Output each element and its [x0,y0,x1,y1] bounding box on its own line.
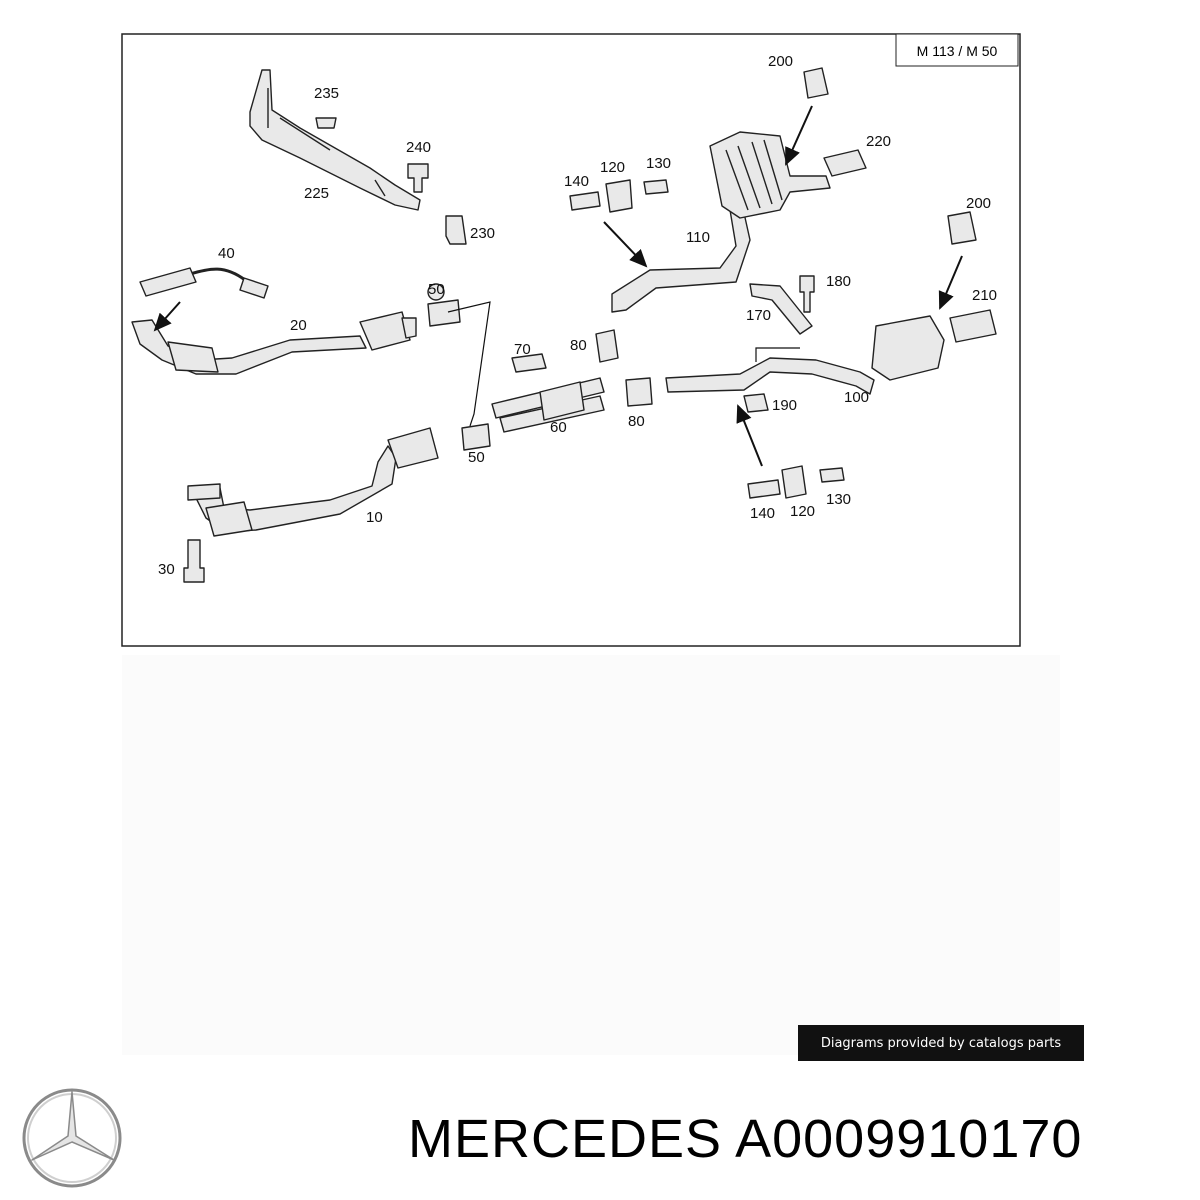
arrow-140-upper [603,221,648,268]
part-10-flange [187,483,221,501]
label-230: 230 [470,225,495,242]
part-225-crossmember [249,69,421,211]
label-200-lower: 200 [966,195,991,212]
part-50-clamp-nut [427,283,445,301]
part-180-bolt [799,275,815,313]
label-235: 235 [314,85,339,102]
label-80-lower: 80 [628,413,645,430]
leader-100 [755,347,800,362]
brand-name: MERCEDES [408,1109,723,1169]
label-130-upper: 130 [646,155,671,172]
part-140-screw-lower [747,479,781,499]
label-170: 170 [746,307,771,324]
label-130-lower: 130 [826,491,851,508]
arrow-140-lower [736,404,763,467]
part-240-bolt [407,163,429,193]
part-number: A0009910170 [735,1109,1083,1169]
model-code: M 113 / M 50 [917,43,998,59]
part-210-rear-muffler [871,315,945,381]
label-240: 240 [406,139,431,156]
arrow-40 [153,301,181,332]
part-80-clamp-upper [595,329,619,363]
label-220: 220 [866,133,891,150]
part-50-clamp-upper [427,299,461,327]
part-80-clamp-lower [625,377,653,407]
part-220-tailpipe [823,149,867,177]
label-225: 225 [304,185,329,202]
brand-part-number: MERCEDES A0009910170 [408,1108,1082,1170]
label-120-upper: 120 [600,159,625,176]
part-200-hanger-lower [947,211,977,245]
part-20-catalyst [167,341,219,373]
part-70-mount [511,353,547,373]
part-30-bolt [183,539,205,583]
part-225-crossmember-detail [267,88,386,197]
part-210-tailpipe [949,309,997,343]
part-60-joint [539,381,585,421]
part-10-catalyst-front [205,501,253,537]
label-60: 60 [550,419,567,436]
part-130-bolt-lower [819,467,845,483]
part-220-muffler-ribs [725,139,783,211]
part-130-bolt-upper [643,179,669,195]
label-190: 190 [772,397,797,414]
blank-area [122,655,1060,1055]
label-80-upper: 80 [570,337,587,354]
part-200-hanger-upper [803,67,829,99]
label-50-upper: 50 [428,281,445,298]
label-180: 180 [826,273,851,290]
label-100: 100 [844,389,869,406]
label-40: 40 [218,245,235,262]
part-235-clip [315,117,337,129]
label-10: 10 [366,509,383,526]
label-140-upper: 140 [564,173,589,190]
exhaust-system-diagram: M 113 / M 50 [121,33,1021,647]
arrow-200-lower [938,255,963,310]
part-170-bracket [749,283,813,335]
part-230-bracket [445,215,467,245]
part-140-screw-upper [569,191,601,211]
part-20-outlet [401,317,417,339]
part-10-catalyst-rear [387,427,439,469]
label-110: 110 [686,229,710,246]
part-50-clamp-lower [461,423,491,451]
leader-50 [447,301,491,427]
label-140-lower: 140 [750,505,775,522]
part-40-sensor-body [139,267,197,297]
part-40-sensor-plug [239,277,269,299]
label-120-lower: 120 [790,503,815,520]
part-40-sensor-wire [189,267,246,282]
part-20-catalyst-rear [359,311,411,351]
part-100-rear-pipe [665,357,875,395]
label-30: 30 [158,561,175,578]
arrow-200-upper [785,105,813,166]
label-200-upper: 200 [768,53,793,70]
label-50-lower: 50 [468,449,485,466]
mercedes-star-logo-icon [22,1088,122,1188]
part-190-grommet [743,393,769,413]
label-20: 20 [290,317,307,334]
part-120-hanger-upper [605,179,633,213]
credit-banner: Diagrams provided by catalogs parts [798,1025,1084,1061]
label-70: 70 [514,341,531,358]
label-210: 210 [972,287,997,304]
part-110-centre-pipe [611,203,751,313]
part-120-hanger-lower [781,465,807,499]
model-code-box [895,33,1019,67]
